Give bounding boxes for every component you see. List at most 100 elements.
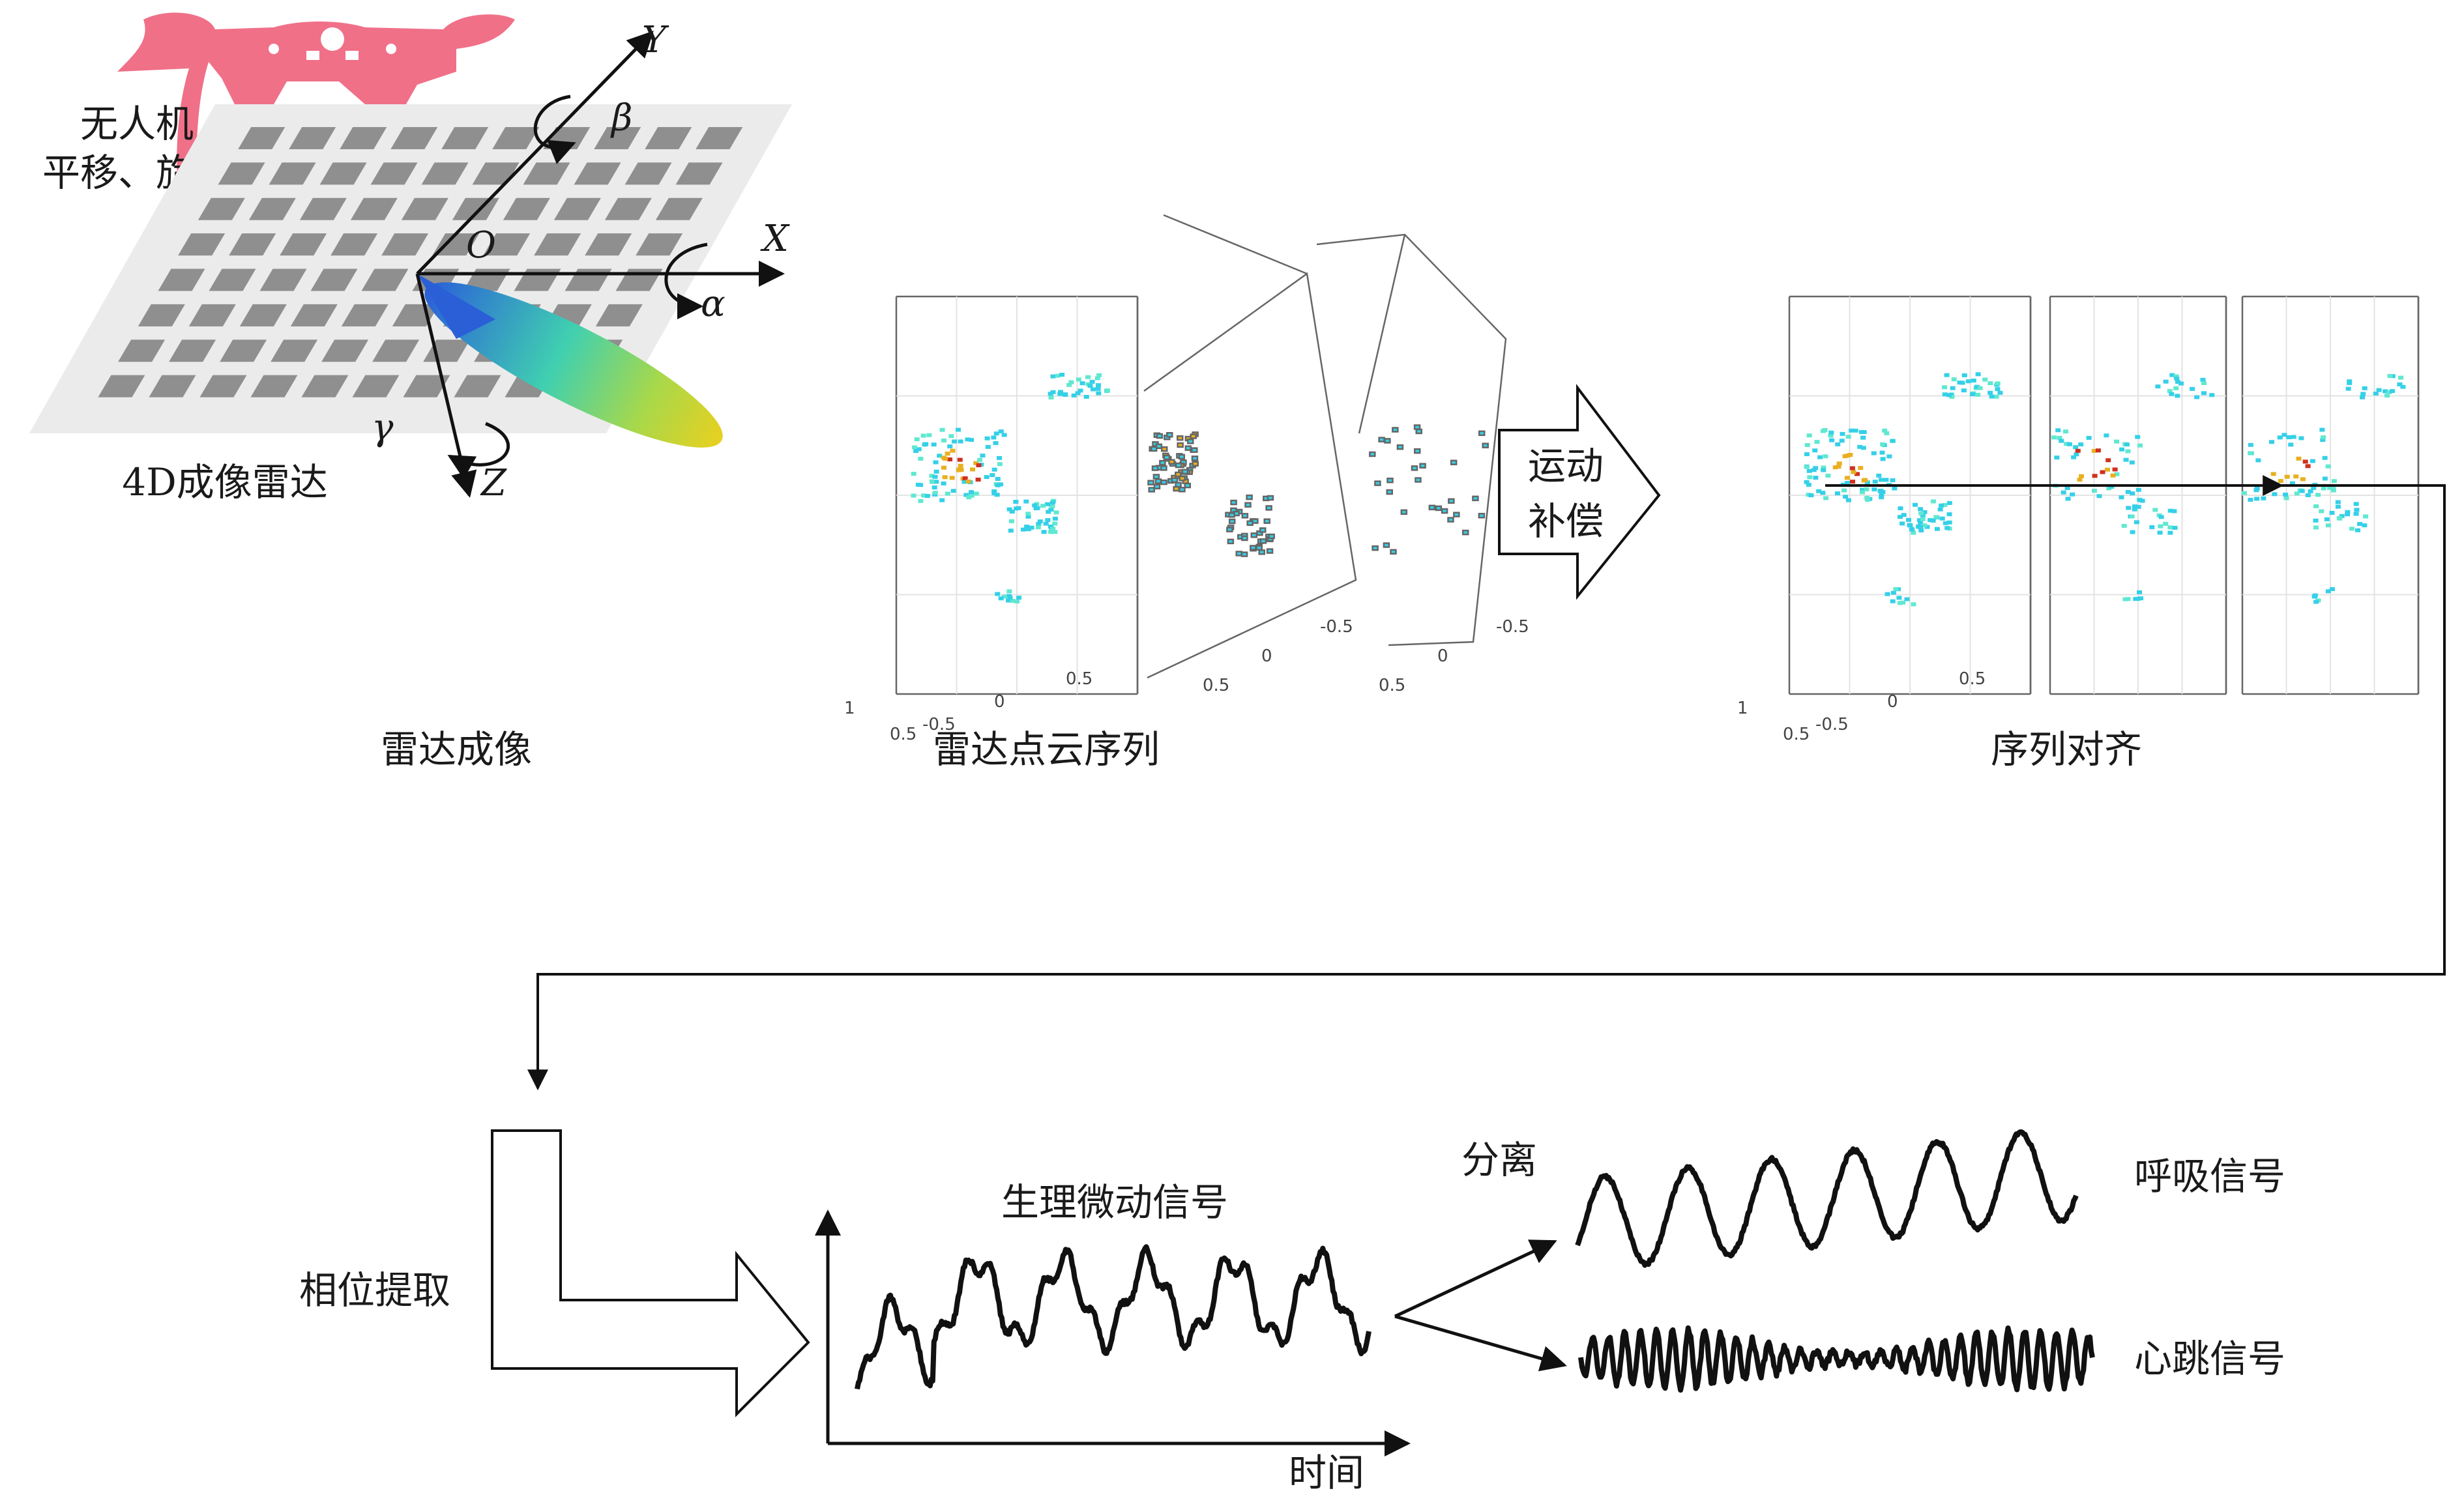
cloud-point (1255, 545, 1263, 551)
cloud-point (2347, 381, 2353, 385)
cloud-point (973, 491, 979, 496)
cloud-point (1939, 503, 1944, 508)
cloud-point (1228, 518, 1236, 525)
array-element (655, 197, 703, 220)
cloud-point (1006, 507, 1012, 512)
cloud-point (2335, 504, 2341, 509)
cloud-point (1266, 548, 1274, 554)
array-element (372, 340, 420, 362)
cloud-point (2104, 433, 2109, 438)
cloud-point (2163, 521, 2169, 526)
cloud-point (2289, 481, 2295, 485)
cloud-point (1228, 512, 1235, 518)
cloud-point (1396, 444, 1404, 450)
cloud-point (1859, 490, 1865, 495)
array-element (585, 233, 632, 256)
cloud-point (1482, 442, 1489, 448)
cloud-point (1156, 433, 1164, 439)
cloud-point (1946, 512, 1952, 517)
cloud-point (2248, 497, 2253, 502)
cloud-point (2106, 486, 2112, 491)
cloud-point (1048, 530, 1054, 534)
array-element (432, 233, 480, 256)
cloud-point (2281, 433, 2287, 437)
cloud-point (1048, 395, 1054, 399)
svg-text:0: 0 (1261, 646, 1272, 666)
cloud-point (1384, 438, 1391, 444)
cloud-point (1071, 393, 1077, 398)
cloud-point (943, 456, 948, 461)
cloud-point (1078, 388, 1083, 393)
cloud-point (1400, 509, 1408, 515)
cloud-point (2065, 497, 2071, 501)
cloud-point (1987, 381, 1993, 386)
cloud-point (1861, 478, 1867, 483)
cloud-point (1871, 487, 1877, 491)
cloud-point (950, 489, 956, 493)
cloud-point (2353, 512, 2359, 516)
cloud-point (1860, 487, 1866, 492)
array-element (594, 127, 641, 149)
cloud-point (1094, 376, 1100, 381)
array-element (361, 268, 409, 291)
array-element (492, 127, 540, 149)
separate-label: 分离 (1461, 1138, 1537, 1182)
cloud-point (1804, 442, 1810, 447)
cloud-point (1850, 480, 1856, 484)
cloud-point (1147, 480, 1154, 485)
array-element (340, 127, 387, 149)
cloud-point (2167, 508, 2173, 513)
array-element (248, 197, 296, 220)
cloud-point (933, 469, 939, 474)
cloud-point (1820, 429, 1826, 433)
cloud-point (1461, 529, 1469, 536)
cloud-point (2173, 386, 2179, 390)
cloud-point (1995, 381, 2001, 386)
cloud-point (2137, 443, 2143, 448)
cloud-point (2345, 386, 2351, 391)
array-element (341, 304, 389, 326)
svg-text:0.5: 0.5 (1783, 725, 1810, 744)
phase-extraction-arrow (491, 1129, 810, 1417)
cloud-point (2339, 514, 2345, 518)
cloud-point (1804, 480, 1810, 484)
cloud-point (1911, 530, 1916, 535)
cloud-point (2174, 376, 2180, 381)
array-element (401, 197, 448, 220)
cloud-point (1048, 508, 1054, 512)
cloud-point (926, 433, 932, 437)
cloud-point (1920, 513, 1926, 517)
cloud-point (2272, 492, 2278, 497)
cloud-point (1880, 442, 1886, 446)
cloud-point (2291, 435, 2296, 439)
cloud-point (991, 489, 997, 493)
cloud-point (2167, 530, 2173, 535)
cloud-point (2321, 486, 2326, 491)
cloud-point (2321, 435, 2326, 440)
cloud-point (2075, 448, 2081, 453)
cloud-point (1046, 510, 1051, 514)
cloud-point (1390, 549, 1397, 555)
cloud-point (945, 491, 950, 496)
cloud-point (1860, 435, 1866, 440)
cloud-point (1034, 506, 1040, 510)
cloud-point (1864, 480, 1870, 485)
cloud-point (1975, 392, 1981, 397)
cloud-point (1937, 507, 1943, 512)
cloud-point (2062, 429, 2068, 434)
cloud-point (1816, 489, 1822, 493)
cloud-point (1879, 493, 1885, 497)
cloud-point (1013, 499, 1019, 504)
cloud-point (2167, 389, 2173, 394)
cloud-point (1904, 597, 1910, 601)
cloud-point (1227, 538, 1235, 545)
cloud-point (985, 444, 991, 449)
cloud-point (1840, 431, 1845, 436)
cloud-point (2362, 523, 2368, 528)
cloud-point (970, 467, 976, 472)
array-element (149, 375, 196, 398)
array-element (271, 340, 318, 362)
cloud-point (2152, 508, 2158, 512)
cloud-point (2322, 476, 2328, 481)
cloud-point (1186, 439, 1194, 444)
